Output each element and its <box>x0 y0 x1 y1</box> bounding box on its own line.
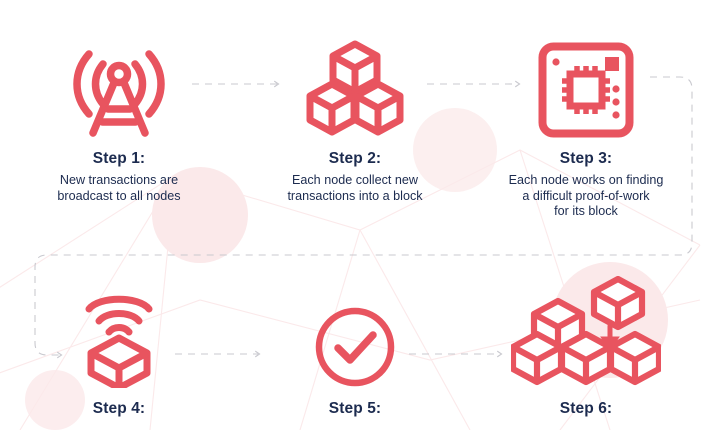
step-card-3: Step 3: Each node works on finding a dif… <box>481 18 691 220</box>
step-3-icon-wrap <box>481 18 691 138</box>
three-blocks-icon <box>306 40 404 136</box>
cpu-chip-icon <box>538 42 634 138</box>
step-6-title: Step 6: <box>559 400 613 417</box>
step-1-title: Step 1: <box>92 150 146 167</box>
step-4-title: Step 4: <box>92 400 146 417</box>
step-card-6: Step 6: <box>481 276 691 423</box>
step-5-icon-wrap <box>250 278 460 388</box>
step-3-description: Each node works on finding a difficult p… <box>508 173 664 219</box>
step-card-4: Step 4: <box>14 278 224 423</box>
blockchain-stack-icon <box>511 276 661 386</box>
step-2-icon-wrap <box>250 18 460 138</box>
step-1-description: New transactions are broadcast to all no… <box>57 173 181 203</box>
step-4-icon-wrap <box>14 278 224 388</box>
step-2-description: Each node collect new transactions into … <box>287 173 423 203</box>
step-5-title: Step 5: <box>328 400 382 417</box>
check-circle-icon <box>315 307 395 387</box>
step-card-5: Step 5: <box>250 278 460 423</box>
step-card-2: Step 2: Each node collect new transactio… <box>250 18 460 204</box>
broadcast-tower-icon <box>73 50 165 137</box>
step-card-1: Step 1: New transactions are broadcast t… <box>14 18 224 204</box>
step-6-icon-wrap <box>481 276 691 388</box>
step-3-title: Step 3: <box>559 150 613 167</box>
step-2-title: Step 2: <box>328 150 382 167</box>
block-broadcast-icon <box>85 295 153 388</box>
step-1-icon-wrap <box>14 18 224 138</box>
